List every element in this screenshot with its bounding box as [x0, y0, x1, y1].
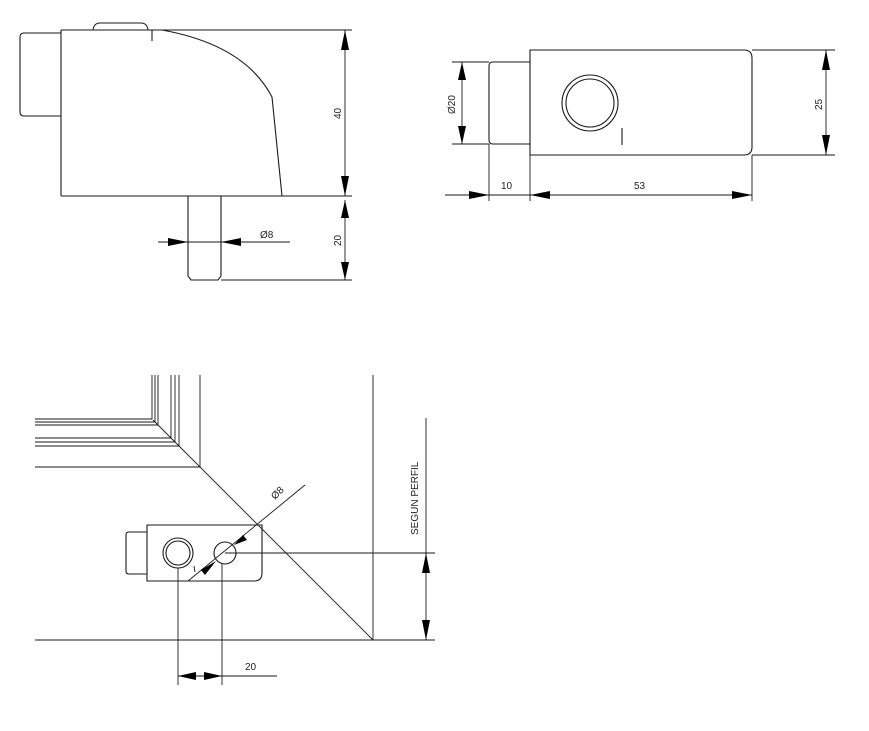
top-body: [529, 49, 753, 156]
tab-length-dim-label: 10: [501, 181, 513, 192]
side-top-bump: [92, 22, 149, 31]
part-body: [146, 524, 263, 582]
arrow-right: [168, 238, 188, 246]
arrow-down: [822, 135, 830, 155]
arrow-right: [469, 191, 489, 199]
pin: [187, 196, 222, 281]
arrow-left: [530, 191, 550, 199]
arrow-down: [458, 126, 466, 144]
arrow-down: [341, 176, 349, 196]
pin-length-dim-label: 20: [333, 234, 344, 246]
body-curve: [161, 29, 283, 197]
arrow-up: [341, 200, 349, 218]
arrow-right: [204, 672, 222, 680]
arrow-left: [178, 672, 196, 680]
arrow-up: [341, 30, 349, 50]
installation-view: Ø8 SEGUN PERFIL 20: [35, 375, 435, 685]
arrow-up: [822, 50, 830, 70]
hole-inner: [565, 78, 615, 128]
arrow-up: [422, 553, 430, 573]
hole-diameter-dim-line: [187, 484, 306, 582]
arrow-right: [732, 191, 752, 199]
hole-diameter-dim-label: Ø8: [269, 485, 287, 503]
arrow-up: [458, 62, 466, 80]
tab-diameter-dim-label: Ø20: [447, 95, 458, 114]
hole-outer: [561, 74, 619, 132]
arrow: [234, 535, 247, 545]
arrow-down: [422, 620, 430, 640]
arrow: [201, 561, 216, 575]
part-tab: [125, 531, 147, 575]
profile-dim-label: SEGUN PERFIL: [410, 461, 421, 535]
tick-mark: [193, 565, 196, 573]
side-view: 40 20 Ø8: [19, 22, 352, 281]
top-tab: [488, 61, 530, 145]
side-tab: [19, 32, 61, 117]
drill-hole: [213, 541, 237, 565]
pin-diameter-dim-label: Ø8: [260, 230, 274, 241]
arrow-left: [221, 238, 241, 246]
height-dim-label: 40: [333, 107, 344, 119]
hole-spacing-dim-label: 20: [245, 662, 257, 673]
diagonal-miter-line: [152, 419, 374, 641]
body-length-dim-label: 53: [634, 181, 646, 192]
width-dim-label: 25: [814, 98, 825, 110]
arrow-down: [341, 262, 349, 280]
top-view: Ø20 25 10 53: [445, 49, 835, 201]
frame-profile: [35, 375, 201, 468]
hole-outer: [162, 537, 194, 569]
hole-inner: [165, 540, 191, 566]
